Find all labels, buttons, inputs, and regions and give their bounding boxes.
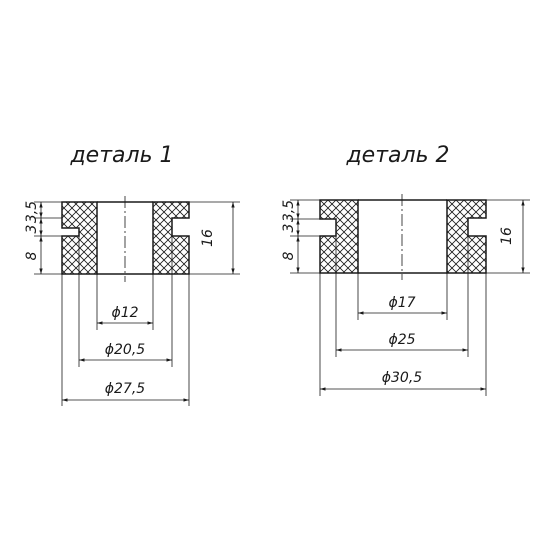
part-1-diameter-middle: ϕ20,5 — [105, 342, 146, 358]
part-2-right-wall — [446, 199, 487, 274]
part-2-height-upper: 3,5 — [281, 200, 297, 222]
part-2-height-step: 3 — [281, 224, 297, 233]
part-2-section — [319, 194, 487, 280]
part-2-height-lower: 8 — [281, 251, 297, 260]
part-2-diameter-inner: ϕ17 — [388, 295, 415, 311]
part-2-title: деталь 2 — [345, 143, 449, 168]
part-2-left-wall — [319, 199, 359, 274]
part-1-height-total: 16 — [200, 229, 216, 247]
part-1-height-step: 3 — [24, 225, 40, 234]
part-1-title: деталь 1 — [69, 143, 173, 168]
part-1-height-lower: 8 — [24, 251, 40, 260]
part-1-left-wall — [61, 201, 98, 275]
part-2-height-total: 16 — [499, 227, 515, 245]
part-2-total-height-dim: 16 — [486, 199, 530, 274]
part-2: деталь 2 3,5 3 8 16 — [281, 143, 530, 396]
part-2-diameter-outer: ϕ30,5 — [382, 370, 423, 386]
part-1-diameter-inner: ϕ12 — [111, 305, 138, 321]
part-1-total-height-dim: 16 — [189, 201, 240, 275]
part-1-right-wall — [152, 201, 190, 275]
part-1-height-dims: 3,5 3 8 — [24, 201, 62, 275]
part-1-diameter-outer: ϕ27,5 — [105, 381, 146, 397]
part-2-diameter-middle: ϕ25 — [388, 332, 415, 348]
part-1-diameter-dims: ϕ12 ϕ20,5 ϕ27,5 — [61, 236, 190, 406]
part-1: деталь 1 3,5 3 8 16 — [24, 143, 240, 406]
part-1-height-upper: 3,5 — [24, 201, 40, 223]
part-2-height-dims: 3,5 3 8 — [281, 199, 320, 274]
part-1-section — [61, 196, 190, 282]
part-2-diameter-dims: ϕ17 ϕ25 ϕ30,5 — [319, 236, 487, 396]
